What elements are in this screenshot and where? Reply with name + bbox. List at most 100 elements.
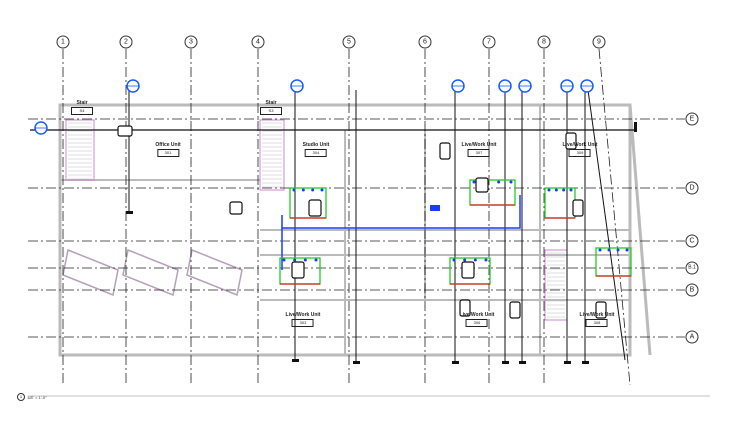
grid-bubble-D: D: [685, 181, 699, 195]
diffuser-icon: [607, 248, 611, 252]
section-line-angled: [587, 89, 626, 361]
fan-coil-unit: [229, 201, 243, 215]
grid-bubble-2: 2: [119, 35, 133, 49]
section-line-end: [582, 361, 589, 364]
balcony: [62, 248, 119, 297]
fan-coil-unit: [291, 261, 305, 279]
grid-bubble-B: B: [685, 283, 699, 297]
section-line-end: [452, 361, 459, 364]
grid-bubble-3: 3: [184, 35, 198, 49]
diffuser-icon: [292, 188, 296, 192]
grid-bubble-A: A: [685, 330, 699, 344]
grid-bubble-1: 1: [56, 35, 70, 49]
mechanical-zone: [595, 247, 632, 277]
diffuser-icon: [554, 188, 558, 192]
fan-coil-unit: [439, 142, 451, 160]
duct-fitting: [430, 205, 440, 211]
diffuser-icon: [625, 248, 629, 252]
fan-coil-unit: [595, 301, 607, 319]
diffuser-icon: [473, 258, 477, 262]
diffuser-icon: [314, 258, 318, 262]
view-scale: 1/8" = 1'-0": [27, 395, 47, 400]
diffuser-icon: [293, 258, 297, 262]
room-number: S4: [71, 107, 93, 115]
room-name: Live/Work Unit: [579, 312, 615, 318]
room-number: 303: [291, 319, 314, 327]
diffuser-icon: [282, 258, 286, 262]
room-number: 309: [568, 149, 591, 157]
duct-run: [281, 195, 521, 229]
grid-bubble-E: E: [685, 112, 699, 126]
section-line-end: [292, 359, 299, 362]
stair: [65, 119, 95, 181]
grid-bubble-8: 8: [537, 35, 551, 49]
view-title-bubble: 1: [17, 393, 25, 401]
diffuser-icon: [301, 188, 305, 192]
fan-coil-unit: [459, 299, 471, 317]
section-line-end: [519, 361, 526, 364]
exterior-wall-angled: [628, 104, 652, 356]
diffuser-icon: [562, 188, 566, 192]
room-number: 308: [585, 319, 608, 327]
room-name: Live/Work Unit: [285, 312, 321, 318]
beam-end: [634, 122, 637, 132]
section-line-end: [126, 211, 133, 214]
room-name: Stair: [76, 100, 88, 106]
diffuser-icon: [303, 258, 307, 262]
balcony: [122, 248, 179, 297]
diffuser-icon: [497, 180, 501, 184]
fan-coil-unit: [509, 301, 521, 319]
fan-coil-unit: [461, 261, 475, 279]
section-line-end: [564, 361, 571, 364]
room-number: S3: [260, 107, 282, 115]
section-line-end: [502, 361, 509, 364]
fan-coil-unit: [475, 177, 489, 193]
fan-coil-unit: [572, 199, 584, 217]
grid-bubble-5: 5: [342, 35, 356, 49]
grid-bubble-7: 7: [482, 35, 496, 49]
room-name: Stair: [265, 100, 277, 106]
room-name: Live/Work Unit: [459, 312, 495, 318]
mechanical-zone: [544, 187, 576, 219]
section-line-end: [353, 361, 360, 364]
room-name: Live/Work Unit: [562, 142, 598, 148]
diffuser-icon: [311, 188, 315, 192]
room-number: 306: [465, 319, 488, 327]
grid-bubble-4: 4: [251, 35, 265, 49]
room-number: 301: [157, 149, 179, 157]
diffuser-icon: [509, 180, 513, 184]
room-number: 304: [304, 149, 327, 157]
room-name: Live/Work Unit: [461, 142, 497, 148]
stair: [259, 119, 285, 191]
fan-coil-unit: [308, 199, 322, 217]
diffuser-icon: [598, 248, 602, 252]
fan-coil-unit: [117, 125, 133, 137]
room-name: Office Unit: [155, 142, 181, 148]
grid-line-9: [598, 48, 631, 386]
grid-bubble-9: 9: [592, 35, 606, 49]
room-number: 307: [467, 149, 490, 157]
diffuser-icon: [569, 188, 573, 192]
grid-bubble-B-1: B.1: [685, 261, 699, 275]
diffuser-icon: [547, 188, 551, 192]
diffuser-icon: [320, 188, 324, 192]
room-name: Studio Unit: [302, 142, 330, 148]
grid-bubble-6: 6: [418, 35, 432, 49]
diffuser-icon: [616, 248, 620, 252]
balcony: [186, 248, 243, 297]
diffuser-icon: [484, 258, 488, 262]
diffuser-icon: [463, 258, 467, 262]
grid-bubble-C: C: [685, 234, 699, 248]
diffuser-icon: [452, 258, 456, 262]
diffuser-icon: [472, 180, 476, 184]
